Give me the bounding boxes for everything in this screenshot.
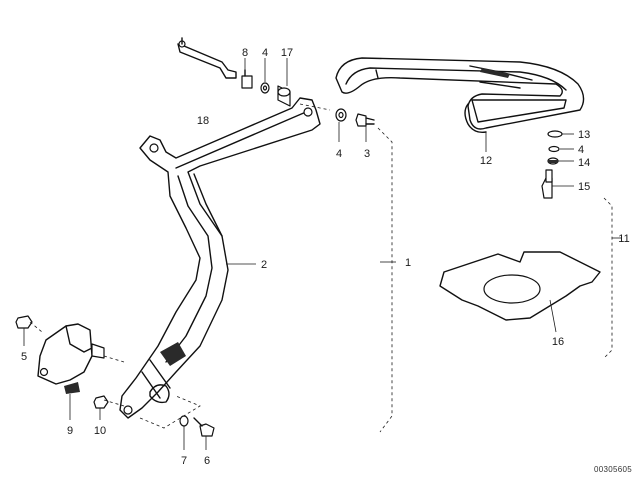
washer-part-7 (179, 415, 189, 427)
label-1: 1 (405, 257, 411, 269)
washer-part-top (260, 82, 270, 94)
mount-block-part (37, 323, 105, 394)
label-12: 12 (480, 155, 492, 167)
label-5: 5 (21, 351, 27, 363)
bolt-part-right (355, 113, 375, 127)
label-4-right: 4 (336, 148, 342, 160)
leader-lines (23, 58, 622, 450)
spacer-part (277, 85, 291, 107)
assembly-lines (29, 103, 613, 433)
label-18: 18 (197, 115, 209, 127)
label-2: 2 (261, 259, 267, 271)
label-4-stack: 4 (578, 144, 584, 156)
label-4-top: 4 (262, 47, 268, 59)
gasket-plate-part (439, 251, 601, 321)
label-9: 9 (67, 425, 73, 437)
label-7: 7 (181, 455, 187, 467)
label-17: 17 (281, 47, 293, 59)
lock-washer-part (547, 157, 559, 165)
label-15: 15 (578, 181, 590, 193)
bracket-part (177, 37, 237, 79)
washer-part-right (335, 108, 347, 122)
reference-code: 00305605 (594, 465, 632, 474)
part-labels: 8 4 17 18 4 3 12 13 4 14 15 11 2 1 16 5 … (21, 47, 630, 467)
washer-part-13 (547, 130, 563, 138)
carrier-frame-part (119, 97, 321, 419)
clip-part (241, 69, 253, 89)
nut-part-10 (93, 395, 109, 409)
label-14: 14 (578, 157, 590, 169)
label-13: 13 (578, 129, 590, 141)
label-3: 3 (364, 148, 370, 160)
washer-part-4 (548, 145, 560, 153)
label-10: 10 (94, 425, 106, 437)
label-8: 8 (242, 47, 248, 59)
label-16: 16 (552, 336, 564, 348)
bolt-part-15 (541, 169, 553, 199)
label-6: 6 (204, 455, 210, 467)
bolt-part-6 (193, 417, 215, 437)
luggage-rack-part (335, 57, 585, 134)
nut-part-5 (15, 315, 33, 329)
label-11: 11 (618, 233, 629, 245)
